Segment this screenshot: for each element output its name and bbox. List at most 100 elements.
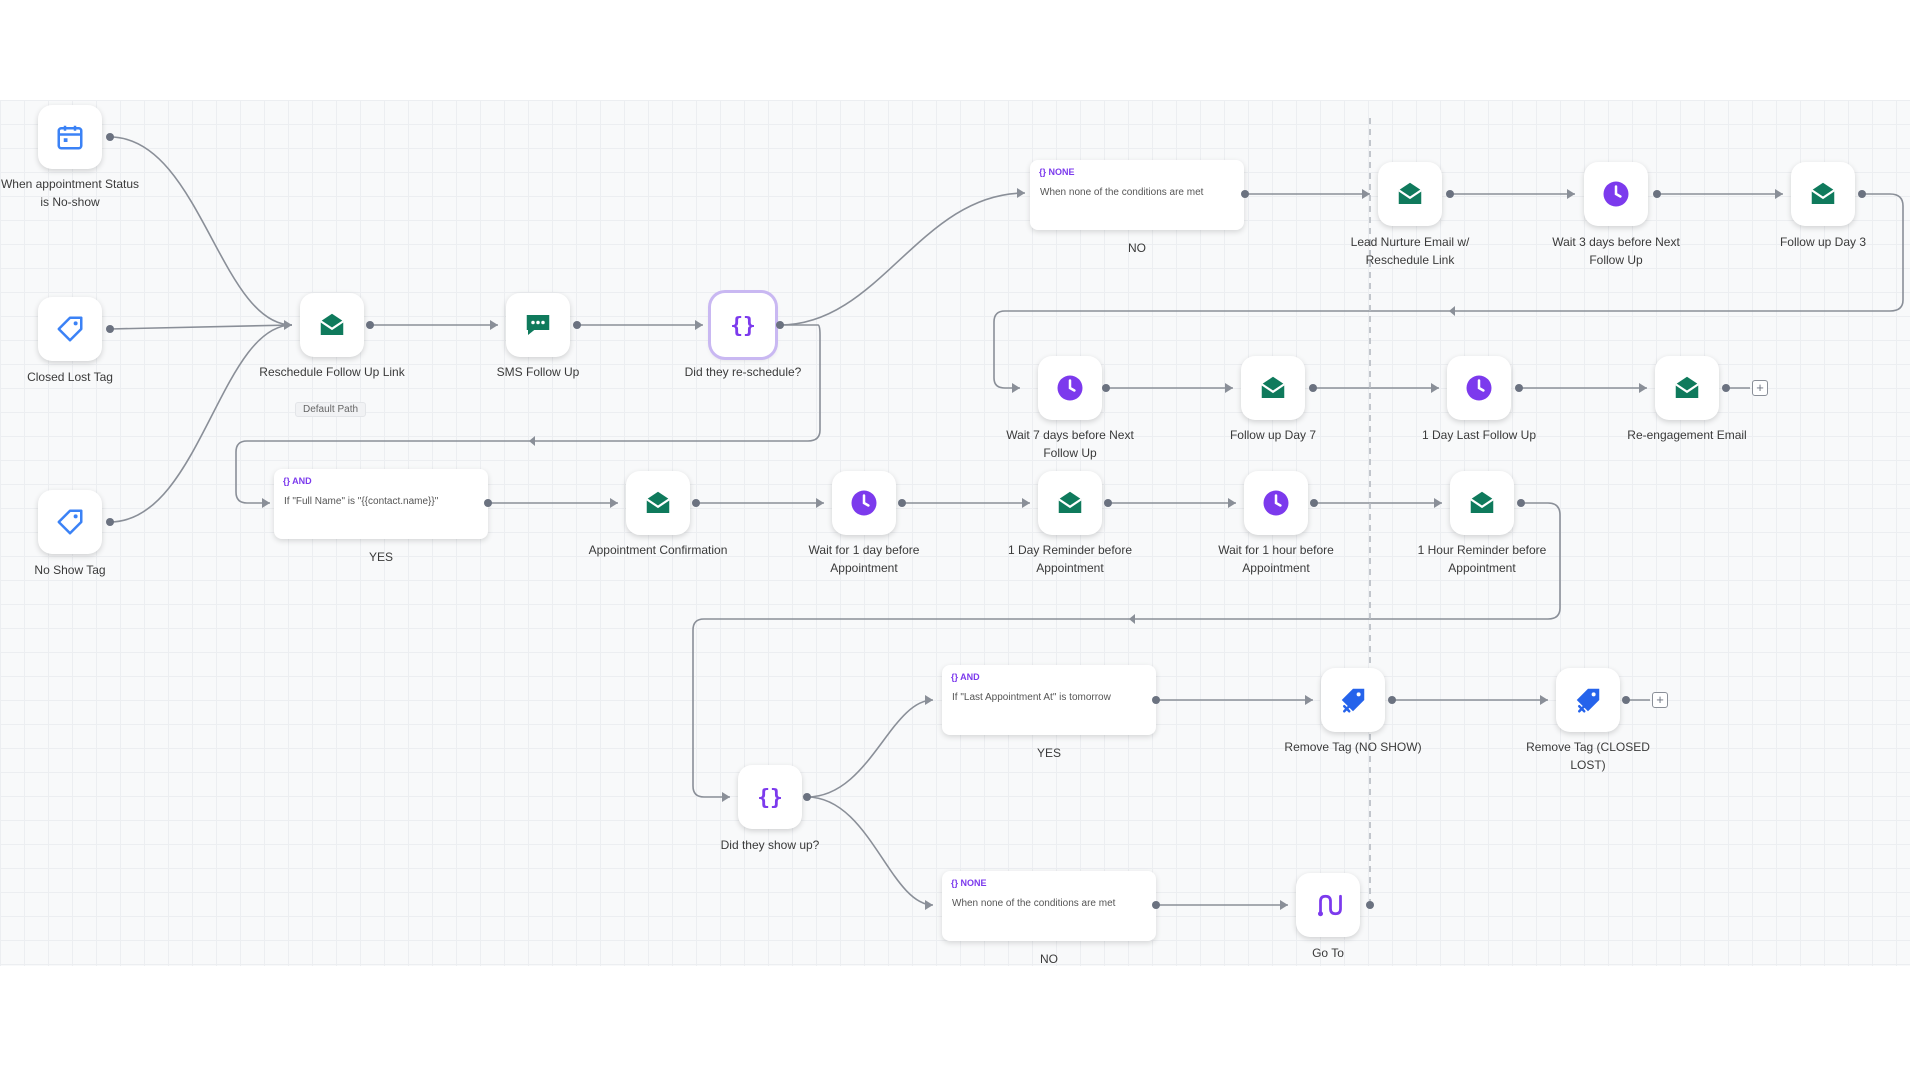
condition-none-top[interactable]: {} NONE When none of the conditions are … <box>1030 160 1244 230</box>
reschedule-ifelse-label: Did they re-schedule? <box>684 365 802 379</box>
last-follow-up-wait-label: 1 Day Last Follow Up <box>1421 428 1537 442</box>
wait-3-days-node[interactable] <box>1584 162 1648 226</box>
lead-nurture-email-label: Lead Nurture Email w/ Reschedule Link <box>1350 235 1470 267</box>
lead-nurture-email-node[interactable] <box>1378 162 1442 226</box>
re-engagement-email-label: Re-engagement Email <box>1627 428 1747 442</box>
condition-text: If "Last Appointment At" is tomorrow <box>952 692 1111 703</box>
node-port[interactable] <box>1446 190 1454 198</box>
trigger-appointment-node[interactable] <box>38 105 102 169</box>
node-port[interactable] <box>1858 190 1866 198</box>
trigger-closed-lost-label: Closed Lost Tag <box>27 370 113 384</box>
email-icon <box>1811 182 1835 204</box>
day-reminder-node[interactable] <box>1038 471 1102 535</box>
email-icon <box>1058 491 1082 513</box>
condition-type-tag: {} AND <box>283 476 312 486</box>
hour-reminder-label: 1 Hour Reminder before Appointment <box>1417 543 1547 575</box>
node-port[interactable] <box>692 499 700 507</box>
node-port[interactable] <box>1152 901 1160 909</box>
hour-reminder-node[interactable] <box>1450 471 1514 535</box>
email-icon <box>1261 376 1285 398</box>
go-to-node[interactable] <box>1296 873 1360 937</box>
remove-tag-no-show-label: Remove Tag (NO SHOW) <box>1284 740 1422 754</box>
reschedule-email-label: Reschedule Follow Up Link <box>259 365 405 379</box>
show-up-ifelse-node[interactable]: {} <box>738 765 802 829</box>
trigger-closed-lost-node[interactable] <box>38 297 102 361</box>
follow-up-day3-node[interactable] <box>1791 162 1855 226</box>
node-port[interactable] <box>1102 384 1110 392</box>
node-port[interactable] <box>1515 384 1523 392</box>
node-port[interactable] <box>573 321 581 329</box>
wait-7-days-label: Wait 7 days before Next Follow Up <box>1006 428 1134 460</box>
node-port[interactable] <box>1152 696 1160 704</box>
follow-up-day7-label: Follow up Day 7 <box>1229 428 1317 442</box>
sms-label: SMS Follow Up <box>496 365 580 379</box>
node-port[interactable] <box>803 793 811 801</box>
email-icon <box>1675 376 1699 398</box>
follow-up-day3-label: Follow up Day 3 <box>1779 235 1867 249</box>
wait-7-days-node[interactable] <box>1038 356 1102 420</box>
remove-tag-closed-lost-label: Remove Tag (CLOSED LOST) <box>1526 740 1650 772</box>
wait-3-days-label: Wait 3 days before Next Follow Up <box>1552 235 1680 267</box>
remove-tag-no-show-node[interactable] <box>1321 668 1385 732</box>
node-port[interactable] <box>1388 696 1396 704</box>
node-port[interactable] <box>106 518 114 526</box>
node-port[interactable] <box>1722 384 1730 392</box>
node-port[interactable] <box>898 499 906 507</box>
email-icon <box>1470 491 1494 513</box>
reschedule-email-node[interactable] <box>300 293 364 357</box>
clock-icon <box>1466 375 1492 401</box>
condition-text: If "Full Name" is "{{contact.name}}" <box>284 496 439 507</box>
condition-caption: YES <box>368 550 393 564</box>
show-up-ifelse-label: Did they show up? <box>720 838 820 852</box>
node-port[interactable] <box>1309 384 1317 392</box>
node-port[interactable] <box>1517 499 1525 507</box>
condition-caption: YES <box>1036 746 1061 760</box>
node-port[interactable] <box>776 321 784 329</box>
condition-and-last-appointment[interactable]: {} AND If "Last Appointment At" is tomor… <box>942 665 1156 735</box>
node-port[interactable] <box>1622 696 1630 704</box>
tag-icon <box>57 509 83 535</box>
condition-text: When none of the conditions are met <box>1040 187 1204 198</box>
appointment-confirmation-node[interactable] <box>626 471 690 535</box>
follow-up-day7-node[interactable] <box>1241 356 1305 420</box>
trigger-no-show-label: No Show Tag <box>34 563 106 577</box>
email-icon <box>1398 182 1422 204</box>
clock-icon <box>851 490 877 516</box>
condition-caption: NO <box>1040 952 1058 966</box>
remove-tag-icon <box>1341 688 1365 713</box>
node-port[interactable] <box>484 499 492 507</box>
add-step-plus-icon[interactable]: + <box>1752 380 1768 396</box>
sms-icon <box>526 315 550 335</box>
branch-icon: {} <box>730 314 756 339</box>
last-follow-up-wait-node[interactable] <box>1447 356 1511 420</box>
trigger-appointment-label: When appointment Status is No-show <box>0 177 140 209</box>
condition-none-low[interactable]: {} NONE When none of the conditions are … <box>942 871 1156 941</box>
go-to-label: Go To <box>1312 946 1344 960</box>
node-port[interactable] <box>1366 901 1374 909</box>
remove-tag-closed-lost-node[interactable] <box>1556 668 1620 732</box>
wait-1-day-label: Wait for 1 day before Appointment <box>808 543 920 575</box>
trigger-no-show-node[interactable] <box>38 490 102 554</box>
svg-text:{}: {} <box>757 786 783 811</box>
condition-type-tag: {} AND <box>951 672 980 682</box>
node-port[interactable] <box>366 321 374 329</box>
re-engagement-email-node[interactable] <box>1655 356 1719 420</box>
node-port[interactable] <box>106 325 114 333</box>
node-port[interactable] <box>1653 190 1661 198</box>
wait-1-hour-node[interactable] <box>1244 471 1308 535</box>
node-port[interactable] <box>1104 499 1112 507</box>
condition-and-full-name[interactable]: {} AND If "Full Name" is "{{contact.name… <box>274 469 488 539</box>
node-port[interactable] <box>1241 190 1249 198</box>
wait-1-hour-label: Wait for 1 hour before Appointment <box>1218 543 1334 575</box>
condition-text: When none of the conditions are met <box>952 898 1116 909</box>
add-step-plus-icon[interactable]: + <box>1652 692 1668 708</box>
reschedule-ifelse-node[interactable]: {} <box>711 293 775 357</box>
condition-caption: NO <box>1128 241 1146 255</box>
sms-node[interactable] <box>506 293 570 357</box>
node-port[interactable] <box>1310 499 1318 507</box>
wait-1-day-node[interactable] <box>832 471 896 535</box>
email-icon <box>320 313 344 335</box>
node-port[interactable] <box>106 133 114 141</box>
svg-text:{}: {} <box>730 314 756 339</box>
clock-icon <box>1057 375 1083 401</box>
